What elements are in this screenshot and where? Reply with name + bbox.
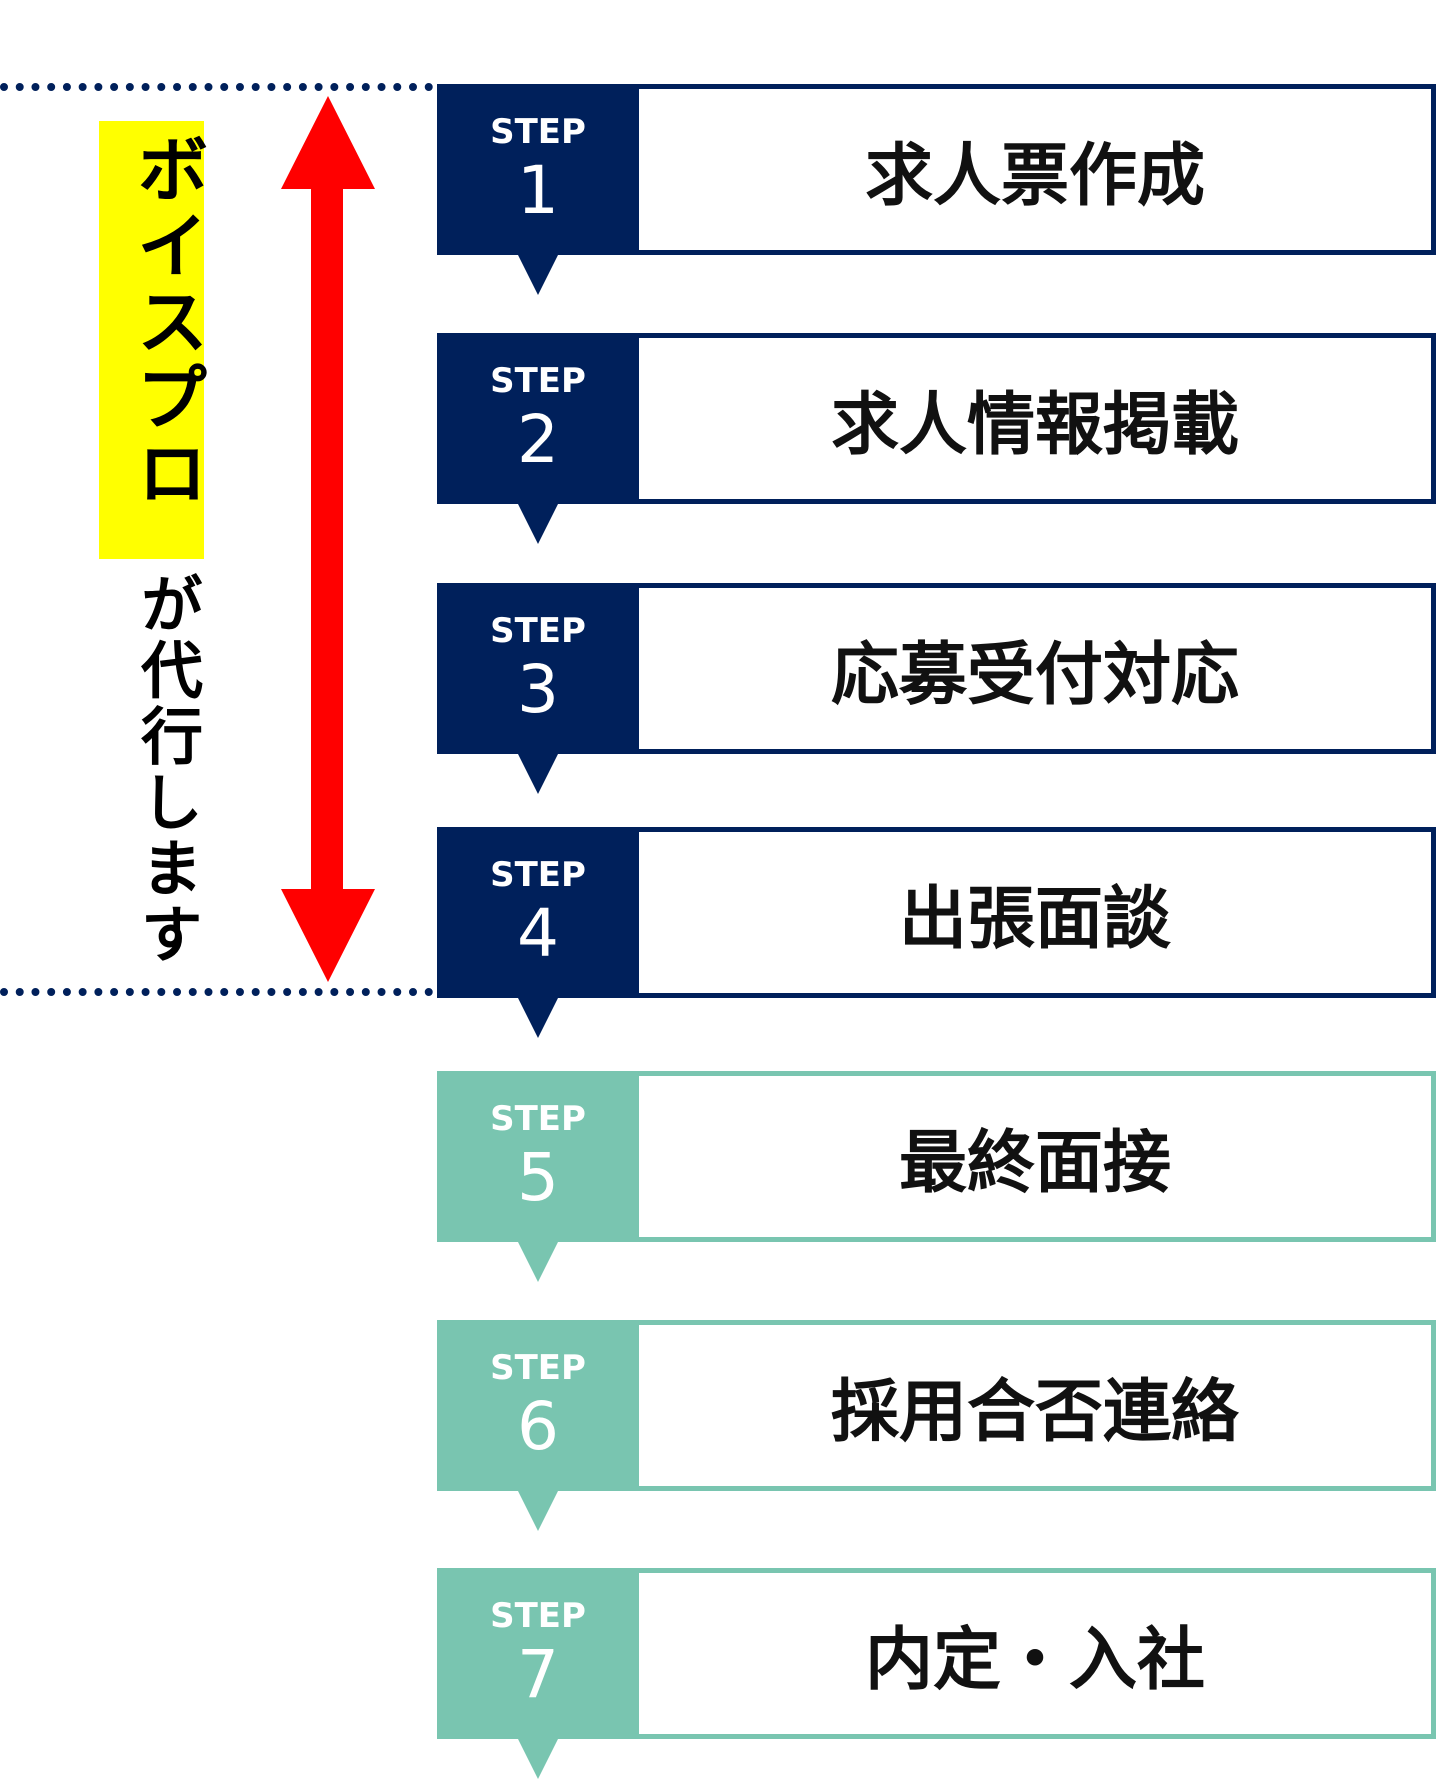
agency-caption: が代行します — [130, 572, 203, 968]
step-label: STEP — [490, 611, 586, 651]
step-badge: STEP 3 — [437, 583, 639, 794]
step-number: 1 — [517, 152, 559, 229]
step-badge: STEP 4 — [437, 827, 639, 1038]
step-badge: STEP 6 — [437, 1320, 639, 1531]
double-arrow-icon — [281, 96, 375, 982]
step-title: 求人票作成 — [864, 137, 1205, 216]
step-title-box: 出張面談 — [639, 827, 1436, 998]
step-number: 3 — [517, 651, 559, 728]
range-top-divider — [0, 83, 433, 91]
step-title: 内定・入社 — [864, 1621, 1205, 1700]
step-3: STEP 3 応募受付対応 — [437, 583, 1436, 794]
step-badge: STEP 7 — [437, 1568, 639, 1779]
step-5: STEP 5 最終面接 — [437, 1071, 1436, 1282]
step-title: 出張面談 — [898, 880, 1171, 959]
step-label: STEP — [490, 855, 586, 895]
pointer-triangle-icon — [518, 255, 558, 295]
step-7: STEP 7 内定・入社 — [437, 1568, 1436, 1779]
step-6: STEP 6 採用合否連絡 — [437, 1320, 1436, 1531]
step-title: 最終面接 — [898, 1124, 1171, 1203]
step-title-box: 採用合否連絡 — [639, 1320, 1436, 1491]
step-4: STEP 4 出張面談 — [437, 827, 1436, 1038]
highlight-box — [99, 121, 204, 559]
step-title: 求人情報掲載 — [830, 386, 1239, 465]
step-badge: STEP 1 — [437, 84, 639, 295]
step-badge: STEP 5 — [437, 1071, 639, 1282]
pointer-triangle-icon — [518, 1242, 558, 1282]
step-title-box: 求人情報掲載 — [639, 333, 1436, 504]
step-number: 2 — [517, 401, 559, 478]
step-label: STEP — [490, 112, 586, 152]
agency-name: ボイスプロ — [124, 132, 208, 512]
step-number: 6 — [517, 1388, 559, 1465]
pointer-triangle-icon — [518, 1739, 558, 1779]
pointer-triangle-icon — [518, 754, 558, 794]
step-1: STEP 1 求人票作成 — [437, 84, 1436, 295]
range-bottom-divider — [0, 988, 433, 996]
step-title-box: 応募受付対応 — [639, 583, 1436, 754]
pointer-triangle-icon — [518, 504, 558, 544]
pointer-triangle-icon — [518, 998, 558, 1038]
step-label: STEP — [490, 1348, 586, 1388]
step-label: STEP — [490, 361, 586, 401]
step-title-box: 最終面接 — [639, 1071, 1436, 1242]
step-badge: STEP 2 — [437, 333, 639, 544]
step-label: STEP — [490, 1099, 586, 1139]
step-label: STEP — [490, 1596, 586, 1636]
step-title-box: 求人票作成 — [639, 84, 1436, 255]
step-title: 応募受付対応 — [830, 636, 1239, 715]
step-title: 採用合否連絡 — [830, 1373, 1239, 1452]
step-number: 5 — [517, 1139, 559, 1216]
step-2: STEP 2 求人情報掲載 — [437, 333, 1436, 544]
step-number: 4 — [517, 895, 559, 972]
pointer-triangle-icon — [518, 1491, 558, 1531]
step-number: 7 — [517, 1636, 559, 1713]
step-title-box: 内定・入社 — [639, 1568, 1436, 1739]
